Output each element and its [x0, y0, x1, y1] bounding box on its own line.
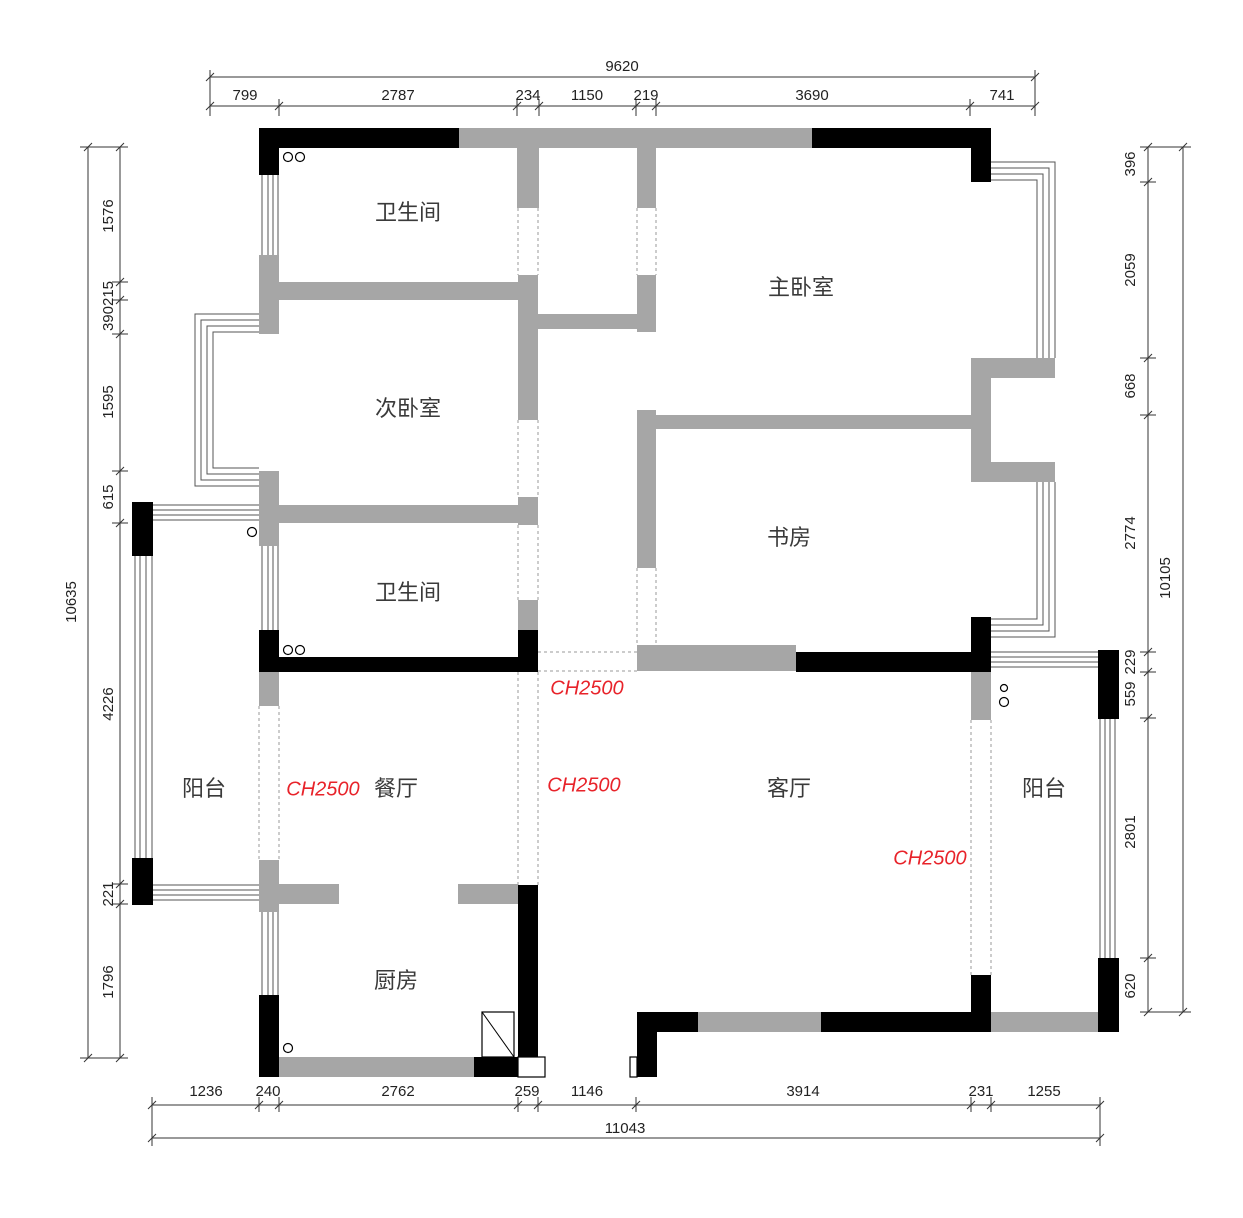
right-dimension-lines: [1140, 142, 1191, 1017]
top-dim-7: 741: [989, 87, 1014, 104]
bottom-dim-4: 259: [514, 1083, 539, 1100]
room-kitchen: 厨房: [374, 969, 418, 994]
ch-label-living: CH2500: [893, 847, 966, 869]
room-living: 客厅: [767, 777, 811, 802]
left-dim-7: 1796: [100, 965, 117, 998]
right-dim-8: 620: [1122, 973, 1139, 998]
right-dim-4: 2774: [1122, 516, 1139, 549]
left-dim-4: 615: [100, 484, 117, 509]
right-dim-2: 2059: [1122, 253, 1139, 286]
bottom-dim-6: 3914: [786, 1083, 819, 1100]
right-dim-6: 559: [1122, 681, 1139, 706]
room-dining: 餐厅: [374, 777, 418, 802]
room-study: 书房: [767, 526, 811, 551]
top-total-dim: 9620: [605, 58, 638, 75]
left-dim-3: 1595: [100, 385, 117, 418]
room-bathroom-top: 卫生间: [375, 201, 441, 226]
right-dim-3: 668: [1122, 373, 1139, 398]
right-dim-7: 2801: [1122, 815, 1139, 848]
left-dim-2: 390215: [100, 281, 117, 331]
left-dim-1: 1576: [100, 199, 117, 232]
opening-lines: [258, 208, 992, 975]
top-dim-3: 234: [515, 87, 540, 104]
right-dim-5: 229: [1122, 649, 1139, 674]
ch-label-dining: CH2500: [286, 778, 359, 800]
room-master-bedroom: 主卧室: [768, 276, 834, 301]
bottom-dim-7: 231: [968, 1083, 993, 1100]
bottom-dim-1: 1236: [189, 1083, 222, 1100]
top-dim-6: 3690: [795, 87, 828, 104]
bottom-dimension-lines: [147, 1097, 1105, 1146]
left-dim-5: 4226: [100, 687, 117, 720]
room-balcony-left: 阳台: [182, 777, 226, 802]
top-dim-1: 799: [232, 87, 257, 104]
bottom-dim-2: 240: [255, 1083, 280, 1100]
ch-label-study-opening: CH2500: [550, 677, 623, 699]
left-total-dim: 10635: [63, 581, 80, 623]
bottom-dim-5: 1146: [571, 1083, 603, 1100]
windows: [134, 161, 1116, 995]
room-second-bedroom: 次卧室: [375, 397, 441, 422]
bottom-total-dim: 11043: [605, 1120, 646, 1137]
room-bathroom-bottom: 卫生间: [375, 581, 441, 606]
bottom-dim-8: 1255: [1027, 1083, 1060, 1100]
top-dim-4: 1150: [571, 87, 603, 104]
top-dim-5: 219: [633, 87, 658, 104]
right-total-dim: 10105: [1157, 557, 1174, 599]
room-balcony-right: 阳台: [1022, 777, 1066, 802]
structural-walls: [132, 128, 1119, 1077]
left-dim-6: 221: [100, 881, 117, 906]
bottom-dim-3: 2762: [381, 1083, 414, 1100]
fixtures: [246, 151, 1010, 1078]
left-dimension-lines: [80, 142, 128, 1063]
ch-label-corridor: CH2500: [547, 774, 620, 796]
right-dim-1: 396: [1122, 151, 1139, 176]
top-dim-2: 2787: [381, 87, 414, 104]
top-dimension-lines: [205, 70, 1040, 116]
partition-walls: [259, 128, 1100, 1077]
